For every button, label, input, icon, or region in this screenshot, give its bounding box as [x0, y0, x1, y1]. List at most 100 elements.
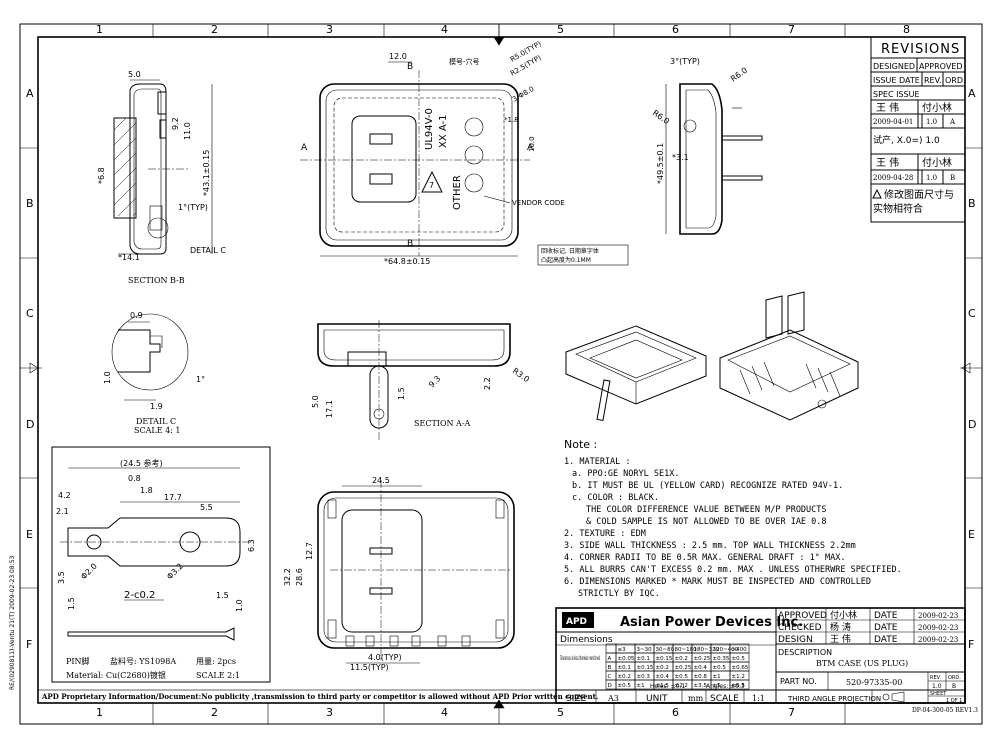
pin-d18: 1.8 [140, 486, 153, 495]
revisions-title: REVISIONS [881, 42, 960, 57]
tol-header-cell: 3~30 [637, 647, 653, 653]
d100-label: 10.0 [528, 136, 536, 152]
row-label: A [968, 87, 976, 100]
note-1c: c. COLOR : BLACK. [572, 493, 659, 503]
tol-header-cell: 180~320 [694, 647, 720, 653]
row-label: E [968, 528, 975, 541]
r2-approver: 付小林 [922, 156, 952, 169]
bv-d127: 12.7 [305, 542, 314, 560]
revisions-block: REVISIONS DESIGNED APPROVED ISSUE DATE R… [870, 36, 966, 223]
size-value: A3 [607, 694, 619, 703]
pin-d245: (24.5 参考) [120, 458, 163, 468]
aa-d171: 17.1 [325, 400, 334, 418]
tol-header-cell: >400 [732, 647, 748, 653]
detail-d10: 1.0 [103, 371, 112, 384]
section-b-top: B [407, 62, 413, 72]
typ3: 3°(TYP) [670, 57, 700, 66]
projection-label: THIRD ANGLE PROJECTION [787, 695, 881, 703]
proprietary-strip [37, 689, 557, 704]
col-approved: APPROVED [919, 62, 963, 71]
bottom-zone-labels: 1 2 3 4 5 6 7 [96, 706, 795, 719]
col-label: 7 [788, 23, 795, 36]
outer-frame [19, 23, 983, 725]
company-name: Asian Power Devices Inc. [620, 615, 803, 630]
row-label: B [968, 197, 976, 210]
pin-d08: 0.8 [128, 474, 141, 483]
r1-note: 试产, X.0=) 1.0 [873, 134, 940, 146]
isometric-open-view [565, 325, 707, 422]
col-label: 7 [788, 706, 795, 719]
pin-d35: 3.5 [57, 571, 66, 584]
ord-label: ORD. [948, 675, 961, 681]
r2-note-2: 实物相符合 [873, 202, 923, 215]
tol-cell: ±0.15 [656, 656, 673, 662]
pin-line1-c: 用量: 2pcs [196, 657, 236, 666]
col-label: 6 [672, 706, 679, 719]
detail-c-label: DETAIL C [136, 417, 176, 426]
d31: *3.1 [672, 153, 689, 162]
approver-name: 付小林 [830, 609, 857, 621]
designer-name: 王 伟 [830, 633, 851, 645]
r1-date: 2009-04-01 [873, 118, 913, 126]
dim-5: 5.0 [128, 70, 141, 79]
isometric-closed-view [719, 291, 859, 421]
tol-cell: ±0.4 [694, 665, 708, 671]
pin-line2-a: Material: Cu(C2680)镀银 [66, 670, 166, 680]
col-label: 8 [903, 23, 910, 36]
tol-cell: ±0.5 [732, 656, 746, 662]
note-6: 6. DIMENSIONS MARKED * MARK MUST BE INSP… [564, 577, 871, 587]
tol-cell: ±0.4 [656, 674, 670, 680]
tol-cell: ±6.5 [732, 683, 746, 689]
bottom-view: 24.5 12.7 32.2 28.6 4.0(TYP) 11.5(TYP) [283, 476, 515, 672]
pin-d177: 17.7 [164, 493, 182, 502]
tol-cell: ±0.3 [637, 674, 651, 680]
tol-header-cell: 30~80 [656, 647, 675, 653]
recycle-note-2: 凸起高度为0.1MM [541, 256, 591, 264]
bv-d286: 28.6 [295, 568, 304, 586]
col-label: 5 [557, 23, 564, 36]
top-view: 7 UL94V-0 XX A-1 OTHER 12.0 B B A A 模号-穴… [300, 40, 629, 266]
aa-d50: 5.0 [311, 395, 320, 408]
date-label-1: DATE [874, 611, 898, 621]
col-label: 1 [96, 706, 103, 719]
row-label: F [26, 638, 32, 651]
dim-141: *14.1 [118, 253, 140, 262]
inner-frame [37, 36, 966, 704]
notes-title: Note : [564, 438, 597, 451]
section-a-left: A [301, 143, 308, 153]
checked-label: CHECKED [778, 623, 822, 633]
size-label: SIZE [566, 694, 587, 704]
tol-cell: B [608, 665, 612, 671]
pin-d21: 2.1 [56, 507, 69, 516]
note-6b: STRICTLY BY IQC. [578, 589, 660, 599]
vendor-code: VENDOR CODE [512, 199, 565, 207]
section-b-bottom: B [407, 239, 413, 249]
col-label: 2 [211, 706, 218, 719]
checker-name: 杨 涛 [830, 621, 851, 633]
tol-cell: ±0.25 [675, 665, 692, 671]
tol-cell: ±0.2 [656, 665, 669, 671]
aa-d15: 1.5 [397, 387, 406, 400]
col-issue-date: ISSUE DATE [873, 76, 920, 85]
col-label: 6 [672, 23, 679, 36]
dim-typ: 1°(TYP) [178, 203, 208, 212]
r2-ord: B [950, 174, 955, 182]
description-label: DESCRIPTION [778, 648, 832, 657]
angles-tol: Angles: ±0.3 [706, 683, 745, 690]
dim-92: 9.2 [171, 117, 180, 130]
date-2: 2009-02-23 [918, 624, 958, 632]
projection-symbol-icon [882, 691, 905, 703]
detail-angle: 1° [196, 375, 205, 384]
part-label: PART NO. [780, 677, 817, 686]
pin-d10: 1.0 [235, 599, 244, 612]
top-zone-labels: 1 2 3 4 5 6 7 8 [96, 23, 910, 36]
dim-68: *6.8 [97, 167, 106, 184]
note-5: 5. ALL BURRS CAN'T EXCESS 0.2 mm. MAX . … [564, 565, 902, 575]
note-1a: a. PPO:GE NORYL SE1X. [572, 469, 679, 479]
r60a: R6.0 [729, 66, 749, 84]
tol-header-cell: 320~400 [713, 647, 739, 653]
col-label: 2 [211, 23, 218, 36]
tol-cell: ±0.8 [694, 674, 708, 680]
tol-cell: ±0.35 [713, 656, 730, 662]
r1-rev: 1.0 [926, 118, 937, 126]
